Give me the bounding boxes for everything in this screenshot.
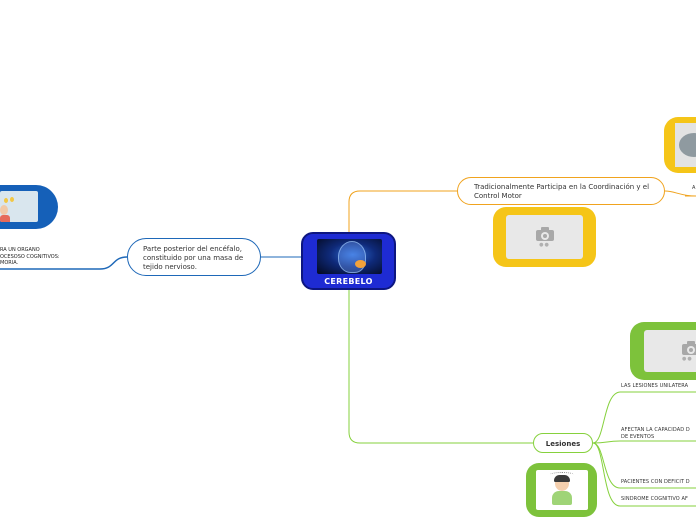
topic-node-coordinacion-text: Tradicionalmente Participa en la Coordin… (474, 183, 649, 200)
central-node-title: CEREBELO (303, 277, 394, 286)
camera-icon (682, 341, 696, 355)
topic-node-coordinacion[interactable]: Tradicionalmente Participa en la Coordin… (457, 177, 665, 205)
image-box-green-person[interactable] (526, 463, 597, 517)
image-placeholder: ●● (506, 215, 582, 258)
topic-node-definition-text: Parte posterior del encéfalo, constituid… (143, 245, 243, 271)
lesiones-leaf-3[interactable]: PACIENTES CON DEFICIT D (621, 479, 690, 486)
dizzy-swirl-icon (550, 472, 574, 477)
camera-icon (536, 227, 554, 241)
lesiones-leaf-2-line-1: AFECTAN LA CAPACIDAD D (621, 427, 690, 434)
central-node-cerebelo[interactable]: CEREBELO (301, 232, 396, 290)
brain-sketch-image (675, 123, 696, 167)
lesiones-leaf-4-line-1: SINDROME COGNITIVO AF (621, 496, 688, 503)
lesiones-leaf-3-line-1: PACIENTES CON DEFICIT D (621, 479, 690, 486)
left-leaf-line-3: MORIA. (0, 260, 60, 267)
image-box-top-right-brain[interactable] (664, 117, 696, 173)
person-idea-image (0, 191, 38, 222)
lesiones-leaf-1-line-1: LAS LESIONES UNILATERA (621, 383, 688, 390)
lesiones-leaf-1[interactable]: LAS LESIONES UNILATERA (621, 383, 688, 390)
lesiones-leaf-2[interactable]: AFECTAN LA CAPACIDAD D DE EVENTOS (621, 427, 690, 441)
person-shirt-icon (0, 215, 10, 222)
person-head-icon (0, 205, 8, 215)
cerebellum-highlight (355, 260, 366, 268)
person-icon (548, 474, 576, 506)
placeholder-dots: ●● (682, 357, 693, 362)
head-silhouette (338, 241, 366, 273)
image-box-green-placeholder[interactable]: ●● (630, 322, 696, 380)
topic-node-lesiones[interactable]: Lesiones (533, 433, 593, 453)
lightbulb-icon (10, 197, 14, 202)
image-box-yellow-placeholder[interactable]: ●● (493, 207, 596, 267)
lightbulb-icon (4, 198, 8, 203)
placeholder-dots: ●● (539, 243, 550, 248)
lesiones-leaf-2-line-2: DE EVENTOS (621, 434, 690, 441)
brain-xray-image (317, 239, 382, 274)
lesiones-leaf-4[interactable]: SINDROME COGNITIVO AF (621, 496, 688, 503)
topic-node-lesiones-text: Lesiones (546, 440, 580, 448)
top-right-leaf-fragment[interactable]: A (692, 185, 696, 192)
topic-node-definition[interactable]: Parte posterior del encéfalo, constituid… (127, 238, 261, 276)
left-leaf-text[interactable]: RA UN ORGANO OCESOSO COGNITIVOS: MORIA. (0, 247, 60, 267)
dizzy-person-image (536, 470, 588, 510)
image-placeholder: ●● (644, 330, 696, 372)
brain-icon (679, 133, 696, 157)
image-box-left-blue[interactable] (0, 185, 58, 229)
